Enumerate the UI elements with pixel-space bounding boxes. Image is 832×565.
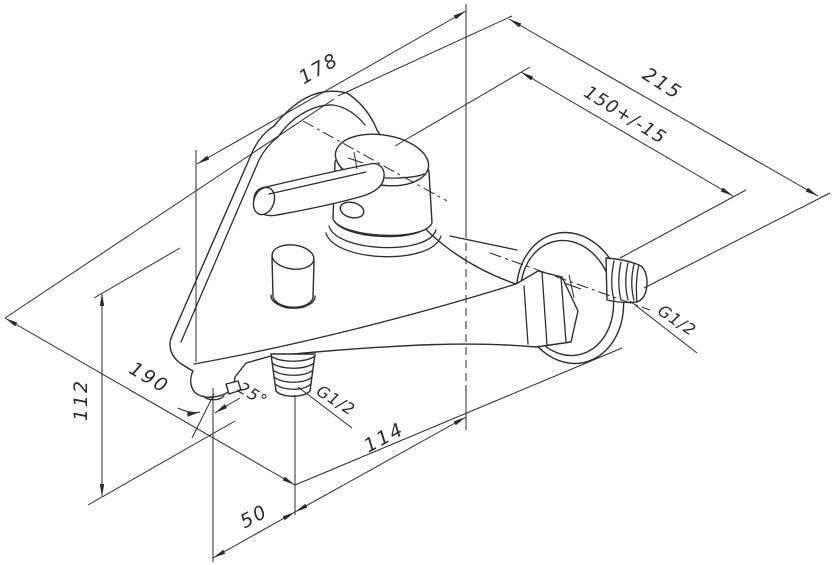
dim-label-wall-thread: G1/2	[654, 301, 700, 340]
leader-wall-thread	[629, 300, 698, 354]
dim-line-114	[294, 416, 467, 513]
lever-joint	[339, 201, 365, 219]
body-back-edge	[449, 235, 518, 251]
dimension-lines	[4, 4, 831, 562]
faucet-illustration	[169, 90, 648, 401]
dim-label-height: 112	[70, 379, 92, 421]
diverter-knob-top	[271, 244, 315, 270]
dim-label-total-depth: 215	[638, 63, 686, 104]
diverter-knob-foot	[270, 294, 316, 309]
dim-label-shower-to-wall: 114	[360, 418, 408, 457]
dim-label-spout-angle: 25°	[234, 378, 271, 410]
angle-arc-left	[177, 407, 201, 417]
extension-line-150-right	[619, 189, 747, 259]
extension-line-112-top	[93, 247, 181, 299]
spout-axis-line	[191, 393, 215, 439]
hex-end-facets	[523, 271, 567, 346]
dim-line-215	[508, 18, 819, 197]
dim-line-178	[196, 10, 467, 165]
flange-center-cross	[563, 274, 582, 299]
dim-label-spout-reach: 190	[125, 358, 173, 399]
extension-line-215-right	[643, 192, 831, 289]
flange-centerline	[489, 252, 651, 311]
lever-ridge	[268, 171, 367, 195]
extension-line-150-left	[394, 66, 531, 147]
dim-line-190	[4, 317, 296, 486]
leader-shower-thread	[297, 386, 353, 429]
dim-label-body-length: 178	[295, 49, 343, 89]
angle-arc-right	[214, 397, 241, 414]
dim-line-150	[520, 71, 734, 197]
wall-nipple-threads	[611, 260, 640, 303]
extension-line-215-left	[337, 15, 513, 97]
dim-label-shower-thread: G1/2	[313, 381, 359, 419]
dim-line-50	[212, 511, 296, 559]
